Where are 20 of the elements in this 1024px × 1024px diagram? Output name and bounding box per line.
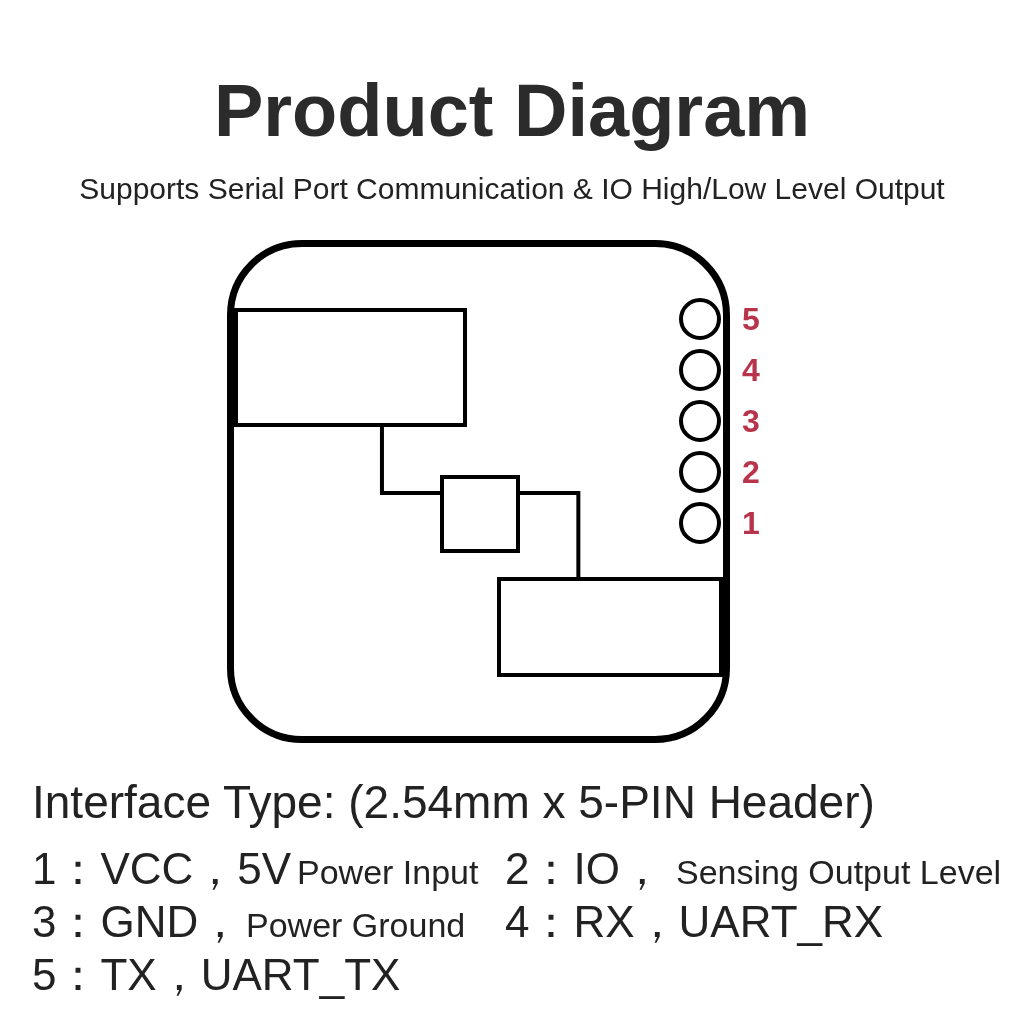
trace-line — [379, 427, 440, 495]
pin-number: 4 — [742, 354, 760, 386]
component-block — [497, 577, 723, 677]
trace-line — [520, 490, 581, 577]
pin-assignment: 3：GND， — [32, 899, 243, 944]
pin-assignment: 4：RX，UART_RX — [505, 899, 884, 944]
pin-function-note: Sensing Output Level — [676, 855, 1002, 890]
component-block — [234, 308, 467, 427]
pin-assignment: 1：VCC，5V — [32, 846, 292, 891]
pin-number: 3 — [742, 405, 760, 437]
pin-number: 2 — [742, 456, 760, 488]
pin-assignment: 2：IO， — [505, 846, 664, 891]
chip-block — [440, 475, 520, 553]
title: Product Diagram — [213, 74, 811, 149]
pin-function-note: Power Ground — [246, 908, 466, 943]
pin-function-note: Power Input — [297, 855, 479, 890]
pin-assignment: 5：TX，UART_TX — [32, 952, 401, 997]
subtitle: Supports Serial Port Communication & IO High/Low Level Output — [79, 173, 945, 204]
pin-number: 5 — [742, 303, 760, 335]
pin-number: 1 — [742, 507, 760, 539]
